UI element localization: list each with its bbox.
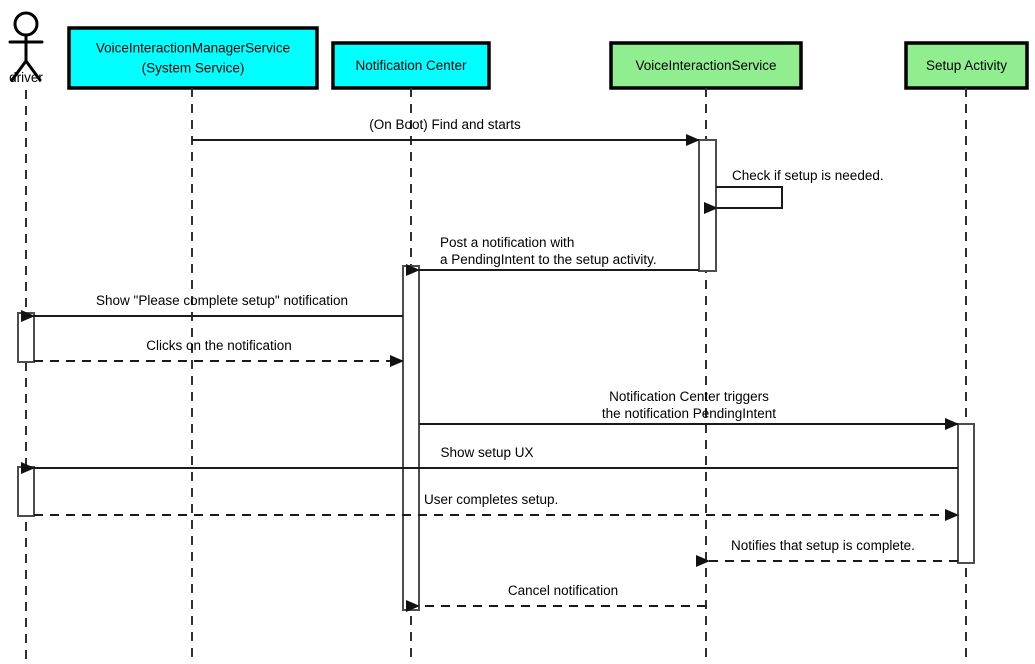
msg-on-boot-find-and-starts[interactable]: (On Boot) Find and starts [192, 117, 700, 146]
participant-label-driver: driver [9, 70, 43, 85]
msg-user-completes-setup[interactable]: User completes setup. [34, 492, 959, 521]
participant-box-vims[interactable] [67, 26, 319, 90]
participant-label-vis: VoiceInteractionService [635, 58, 776, 73]
participant-label-vims: VoiceInteractionManagerService [96, 41, 290, 56]
message-label: Show "Please complete setup" notificatio… [96, 293, 348, 308]
msg-show-please-complete-setup-notification[interactable]: Show "Please complete setup" notificatio… [21, 293, 403, 322]
participant-headers: driver VoiceInteractionManagerService (Sys… [8, 11, 1029, 90]
message-line [704, 186, 783, 214]
msg-show-setup-ux[interactable]: Show setup UX [21, 445, 958, 474]
message-label: the notification PendingIntent [602, 406, 776, 421]
participant-vims[interactable]: VoiceInteractionManagerService (System Se… [67, 26, 319, 90]
actor-figure-icon [8, 11, 44, 82]
participant-label-notification_center: Notification Center [355, 58, 467, 73]
msg-notification-center-triggers-pendingintent[interactable]: Notification Center triggers the notifica… [419, 389, 959, 430]
message-label: Notification Center triggers [609, 389, 769, 404]
participant-box-notification_center[interactable] [331, 41, 491, 90]
msg-check-if-setup-is-needed[interactable]: Check if setup is needed. [704, 168, 884, 214]
message-label: Cancel notification [508, 583, 618, 598]
activation-bar-driver [17, 312, 35, 363]
participant-label-setup_activity: Setup Activity [926, 58, 1007, 73]
msg-cancel-notification[interactable]: Cancel notification [406, 583, 706, 612]
msg-clicks-on-the-notification[interactable]: Clicks on the notification [34, 338, 404, 367]
message-label: Notifies that setup is complete. [731, 538, 915, 553]
activation-bar-driver [17, 466, 35, 517]
participant-vis[interactable]: VoiceInteractionService [609, 41, 803, 90]
msg-post-a-notification[interactable]: Post a notification with a PendingIntent … [406, 235, 699, 276]
activation-bar-setup_activity [957, 423, 975, 564]
participant-sublabel-vims: (System Service) [142, 61, 245, 76]
message-label: a PendingIntent to the setup activity. [440, 252, 657, 267]
message-label: (On Boot) Find and starts [369, 117, 521, 132]
activation-bar-notification_center [402, 265, 420, 611]
message-label: Check if setup is needed. [732, 168, 884, 183]
participant-notification_center[interactable]: Notification Center [331, 41, 491, 90]
message-label: User completes setup. [424, 492, 558, 507]
participant-driver[interactable]: driver [8, 11, 44, 85]
message-label: Post a notification with [440, 235, 574, 250]
activation-bars [17, 139, 975, 611]
participant-setup_activity[interactable]: Setup Activity [904, 41, 1029, 90]
activation-bar-vis [698, 139, 717, 272]
msg-notifies-that-setup-is-complete[interactable]: Notifies that setup is complete. [696, 538, 958, 567]
message-label: Show setup UX [440, 445, 533, 460]
message-label: Clicks on the notification [146, 338, 292, 353]
